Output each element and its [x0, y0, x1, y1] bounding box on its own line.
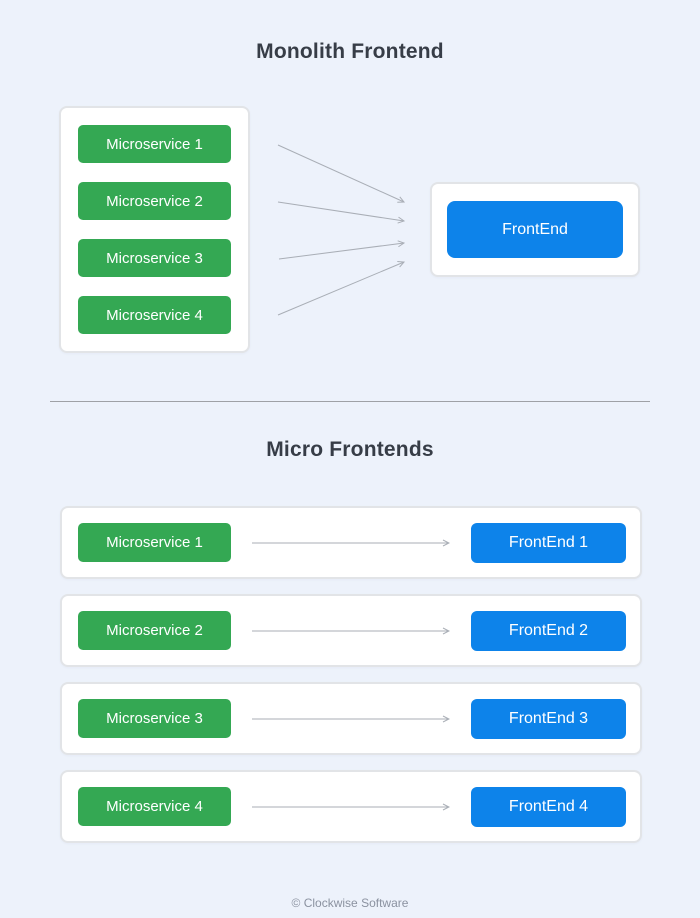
frontend-box-2: FrontEnd 2	[471, 610, 626, 651]
microservice-box-3: Microservice 3	[78, 239, 231, 277]
arrow-right-icon	[252, 627, 450, 634]
microservice-box-1: Microservice 1	[78, 125, 231, 163]
microservice-box-1: Microservice 1	[78, 523, 231, 562]
frontend-box-4: FrontEnd 4	[471, 786, 626, 827]
arrow-right-icon	[252, 539, 450, 546]
micro-section-title: Micro Frontends	[266, 438, 434, 461]
frontend-box: FrontEnd	[447, 201, 623, 258]
microservice-box-2: Microservice 2	[78, 611, 231, 650]
section-divider	[50, 401, 650, 402]
microservice-box-4: Microservice 4	[78, 787, 231, 826]
frontend-panel: FrontEnd	[430, 182, 640, 277]
copyright-text: © Clockwise Software	[291, 896, 409, 910]
microservice-box-3: Microservice 3	[78, 699, 231, 738]
monolith-services-panel: Microservice 1 Microservice 2 Microservi…	[59, 106, 250, 353]
arrow-right-icon	[252, 803, 450, 810]
micro-frontend-row-4: Microservice 4 FrontEnd 4	[60, 770, 642, 843]
micro-frontend-row-2: Microservice 2 FrontEnd 2	[60, 594, 642, 667]
arrow-right-icon	[252, 715, 450, 722]
arrow-microservice4-to-frontend-icon	[277, 261, 406, 316]
micro-frontend-row-1: Microservice 1 FrontEnd 1	[60, 506, 642, 579]
monolith-section-title: Monolith Frontend	[256, 40, 444, 63]
frontend-box-3: FrontEnd 3	[471, 698, 626, 739]
arrow-microservice1-to-frontend-icon	[277, 144, 406, 203]
arrow-microservice2-to-frontend-icon	[277, 201, 406, 224]
microservice-box-2: Microservice 2	[78, 182, 231, 220]
arrow-microservice3-to-frontend-icon	[278, 240, 406, 260]
microservice-box-4: Microservice 4	[78, 296, 231, 334]
frontend-box-1: FrontEnd 1	[471, 522, 626, 563]
micro-frontend-row-3: Microservice 3 FrontEnd 3	[60, 682, 642, 755]
